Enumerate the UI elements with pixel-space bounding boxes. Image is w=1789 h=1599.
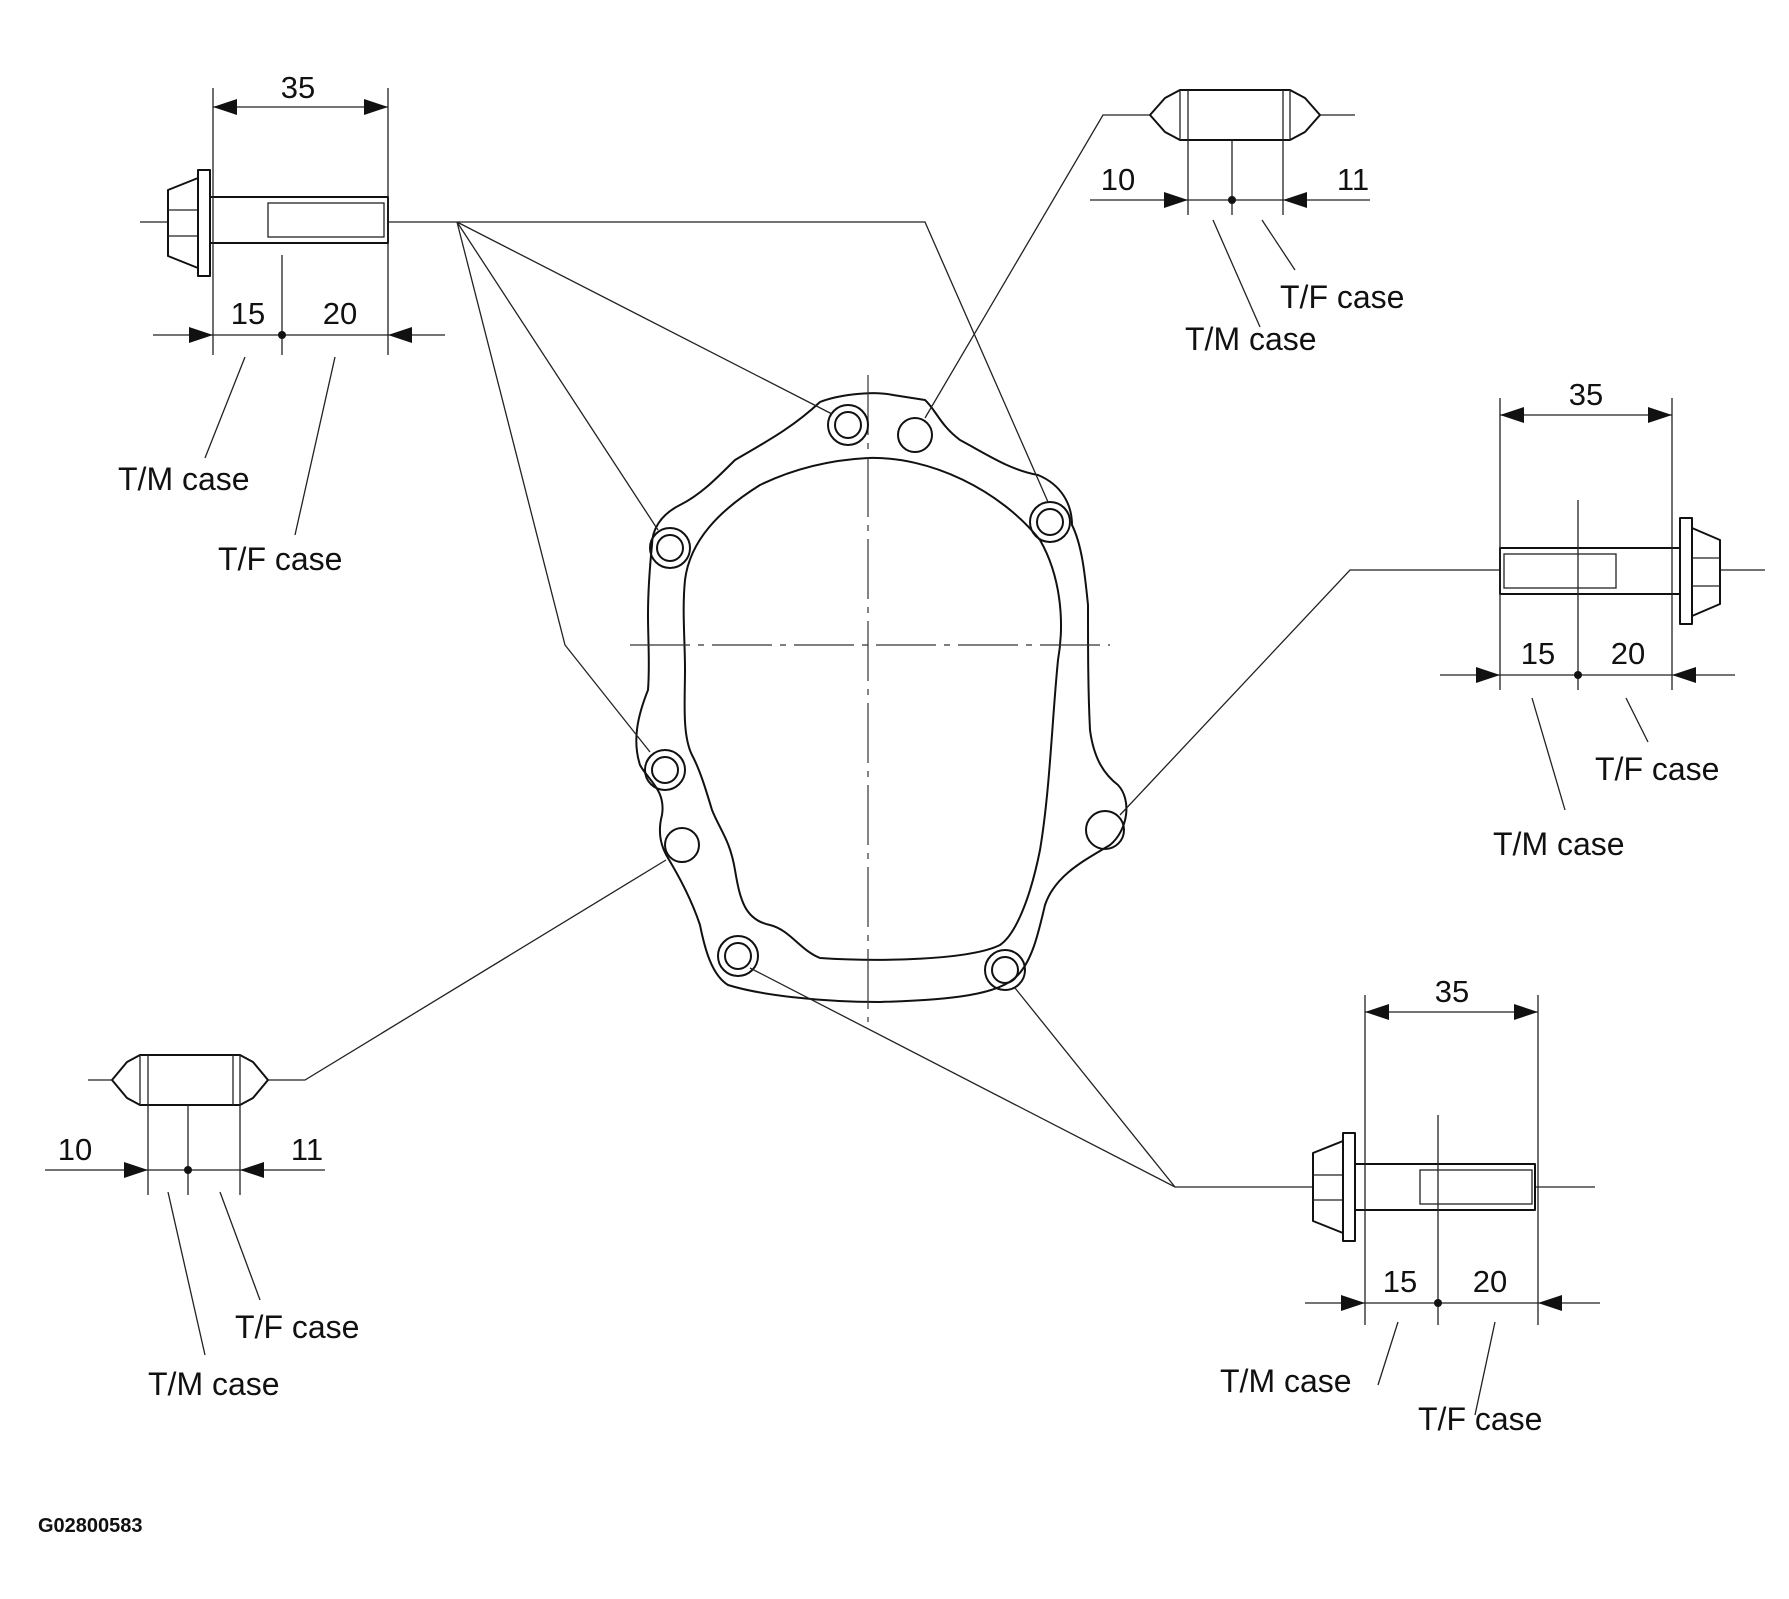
bolt-top-left: 35 15 20 T/M case T/F case <box>118 70 445 577</box>
label-tf-case: T/F case <box>1418 1401 1542 1437</box>
bolt-flange <box>1679 517 1693 625</box>
label-tf-case: T/F case <box>235 1309 359 1345</box>
gasket-outer-edge <box>635 392 1128 1003</box>
bolt-shank <box>209 196 389 244</box>
bolt-hole-bottom-left <box>717 935 759 977</box>
label-tm-case: T/M case <box>118 461 250 497</box>
leader-top-left-b <box>456 221 659 531</box>
dim-tf-depth: 11 <box>1337 162 1369 197</box>
gasket-inner-opening <box>682 456 1062 961</box>
bolt-head <box>167 177 199 269</box>
leader-bottom-left-pin <box>88 859 667 1081</box>
dim-tm-depth: 15 <box>1521 636 1555 671</box>
pin-hole-bottom-left <box>664 827 700 863</box>
leader-top-pin <box>924 114 1355 419</box>
label-tf-case: T/F case <box>1595 751 1719 787</box>
dim-tf-depth: 20 <box>1611 636 1645 671</box>
bolt-right: 35 15 20 T/F case T/M case <box>1440 377 1735 862</box>
bolt-flange <box>197 169 211 277</box>
bolt-shank <box>1499 547 1681 595</box>
dim-tm-depth: 15 <box>1383 1264 1417 1299</box>
dim-tf-depth: 20 <box>323 296 357 331</box>
pin-body <box>1149 89 1321 141</box>
dim-total: 35 <box>1435 974 1469 1009</box>
dowel-pin-bottom-left: 10 11 T/F case T/M case <box>45 1054 359 1402</box>
bolt-shank <box>1354 1163 1536 1211</box>
pin-body <box>111 1054 269 1106</box>
dim-tm-depth: 10 <box>1101 162 1135 197</box>
label-tm-case: T/M case <box>1493 826 1625 862</box>
label-tm-case: T/M case <box>148 1366 280 1402</box>
dim-total: 35 <box>1569 377 1603 412</box>
label-tf-case: T/F case <box>218 541 342 577</box>
leader-top-left-a <box>456 221 833 415</box>
leader-top-left-main <box>140 221 1049 503</box>
pin-hole-top <box>897 417 933 453</box>
dim-tf-depth: 20 <box>1473 1264 1507 1299</box>
bolt-bottom-right: 35 15 20 T/M case T/F case <box>1220 974 1600 1437</box>
hole-right <box>1085 810 1125 850</box>
dim-tm-depth: 10 <box>58 1132 92 1167</box>
label-tf-case: T/F case <box>1280 279 1404 315</box>
leader-bottom-right-b <box>1014 987 1176 1188</box>
bolt-hole-left-lower <box>644 749 686 791</box>
bolt-thread <box>1419 1169 1533 1205</box>
dowel-pin-top-right: 10 11 T/F case T/M case <box>1090 89 1404 357</box>
bolt-head <box>1312 1140 1344 1234</box>
leader-lines <box>88 114 1765 1188</box>
bolt-flange <box>1342 1132 1356 1242</box>
bolt-head <box>1691 527 1721 617</box>
label-tm-case: T/M case <box>1220 1363 1352 1399</box>
bolt-thread <box>1503 553 1617 589</box>
bolt-hole-right-upper <box>1029 501 1071 543</box>
dim-tf-depth: 11 <box>291 1132 323 1167</box>
gasket-plate <box>630 375 1128 1022</box>
label-tm-case: T/M case <box>1185 321 1317 357</box>
bolt-hole-left-upper <box>649 527 691 569</box>
figure-code: G02800583 <box>38 1515 143 1537</box>
dim-tm-depth: 15 <box>231 296 265 331</box>
dim-total: 35 <box>281 70 315 105</box>
bolt-thread <box>267 202 385 238</box>
leader-top-left-c <box>456 221 651 753</box>
bolt-hole-top-left <box>827 404 869 446</box>
bolt-hole-bottom-right <box>984 949 1026 991</box>
